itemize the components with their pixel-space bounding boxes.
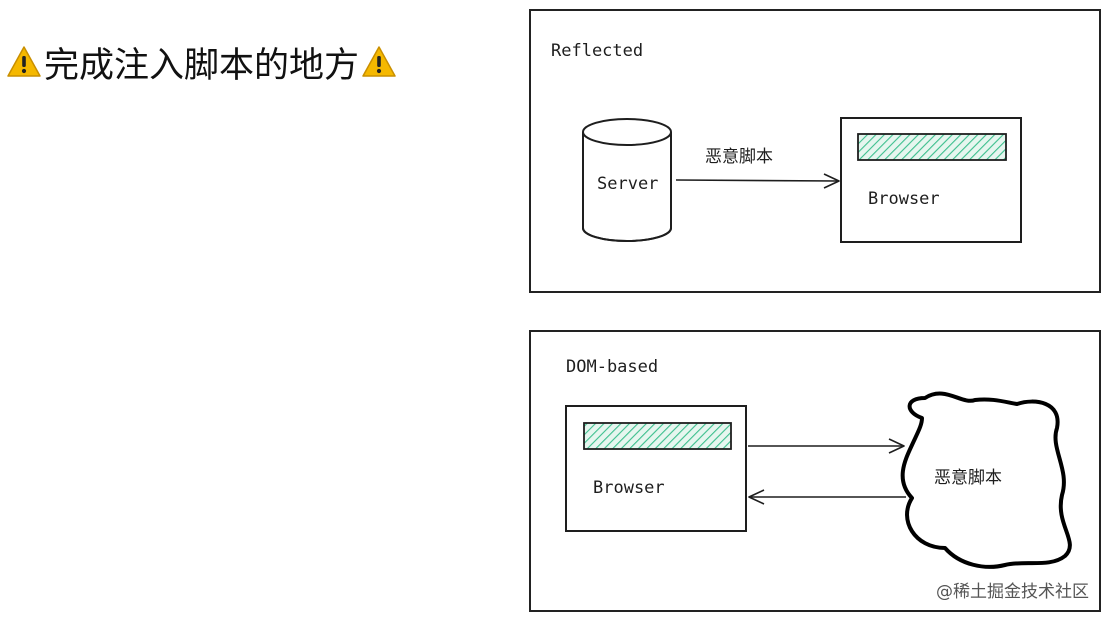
reflected-arrow <box>675 173 840 189</box>
page-title-text: 完成注入脚本的地方 <box>44 45 360 86</box>
reflected-label: Reflected <box>551 41 643 61</box>
dom-browser-label: Browser <box>593 478 665 498</box>
reflected-browser <box>840 117 1022 243</box>
warning-icon <box>362 46 396 77</box>
reflected-browser-label: Browser <box>868 189 940 209</box>
dom-arrow-right <box>748 438 905 454</box>
injected-script-bar <box>857 133 1007 161</box>
dom-browser <box>565 405 747 532</box>
malicious-script-cloud <box>900 391 1072 569</box>
page-title: 完成注入脚本的地方 <box>6 38 397 86</box>
warning-icon <box>7 46 41 77</box>
dom-based-label: DOM-based <box>566 357 658 377</box>
server-label: Server <box>597 174 658 194</box>
cloud-label: 恶意脚本 <box>934 468 1002 488</box>
watermark: @稀土掘金技术社区 <box>936 582 1089 602</box>
reflected-arrow-label: 恶意脚本 <box>705 147 773 167</box>
injected-script-bar <box>583 422 732 450</box>
server-cylinder <box>582 118 672 242</box>
dom-arrow-left <box>748 489 906 505</box>
